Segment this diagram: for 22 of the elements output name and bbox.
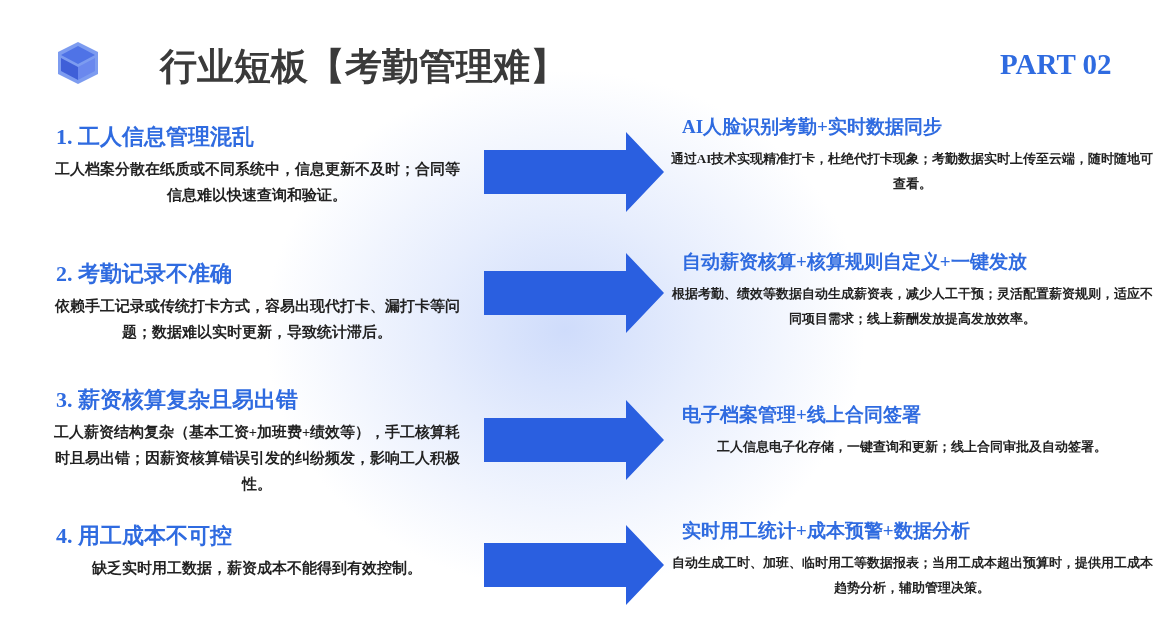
item-heading: 1. 工人信息管理混乱 xyxy=(55,123,255,151)
block-arrow xyxy=(484,525,664,605)
item-description: 工人档案分散在纸质或不同系统中，信息更新不及时；合同等信息难以快速查询和验证。 xyxy=(53,160,461,205)
block-arrow xyxy=(484,132,664,212)
item-description: 工人信息电子化存储，一键查询和更新；线上合同审批及自动签署。 xyxy=(716,438,1108,456)
item-heading: AI人脸识别考勤+实时数据同步 xyxy=(681,115,943,139)
item-description: 根据考勤、绩效等数据自动生成薪资表，减少人工干预；灵活配置薪资规则，适应不同项目需求；线上薪酬发放提高发放效率。 xyxy=(670,285,1154,328)
block-arrow xyxy=(484,400,664,480)
item-heading: 2. 考勤记录不准确 xyxy=(55,260,233,288)
item-description: 工人薪资结构复杂（基本工资+加班费+绩效等），手工核算耗时且易出错；因薪资核算错误引发的纠纷频发，影响工人积极性。 xyxy=(52,423,462,494)
item-description: 通过AI技术实现精准打卡，杜绝代打卡现象；考勤数据实时上传至云端，随时随地可查看。 xyxy=(669,150,1155,193)
item-heading: 实时用工统计+成本预警+数据分析 xyxy=(681,519,971,543)
item-heading: 自动薪资核算+核算规则自定义+一键发放 xyxy=(681,250,1028,274)
item-heading: 4. 用工成本不可控 xyxy=(55,522,233,550)
item-heading: 电子档案管理+线上合同签署 xyxy=(681,403,922,427)
item-heading: 3. 薪资核算复杂且易出错 xyxy=(55,386,299,414)
item-description: 自动生成工时、加班、临时用工等数据报表；当用工成本超出预算时，提供用工成本趋势分析，辅助管理决策。 xyxy=(670,554,1154,597)
block-arrow xyxy=(484,253,664,333)
page-title: 行业短板【考勤管理难】 xyxy=(160,45,567,89)
part-number: PART 02 xyxy=(1000,48,1112,81)
item-description: 缺乏实时用工数据，薪资成本不能得到有效控制。 xyxy=(91,559,423,578)
item-description: 依赖手工记录或传统打卡方式，容易出现代打卡、漏打卡等问题；数据难以实时更新，导致统计滞后。 xyxy=(53,297,461,342)
